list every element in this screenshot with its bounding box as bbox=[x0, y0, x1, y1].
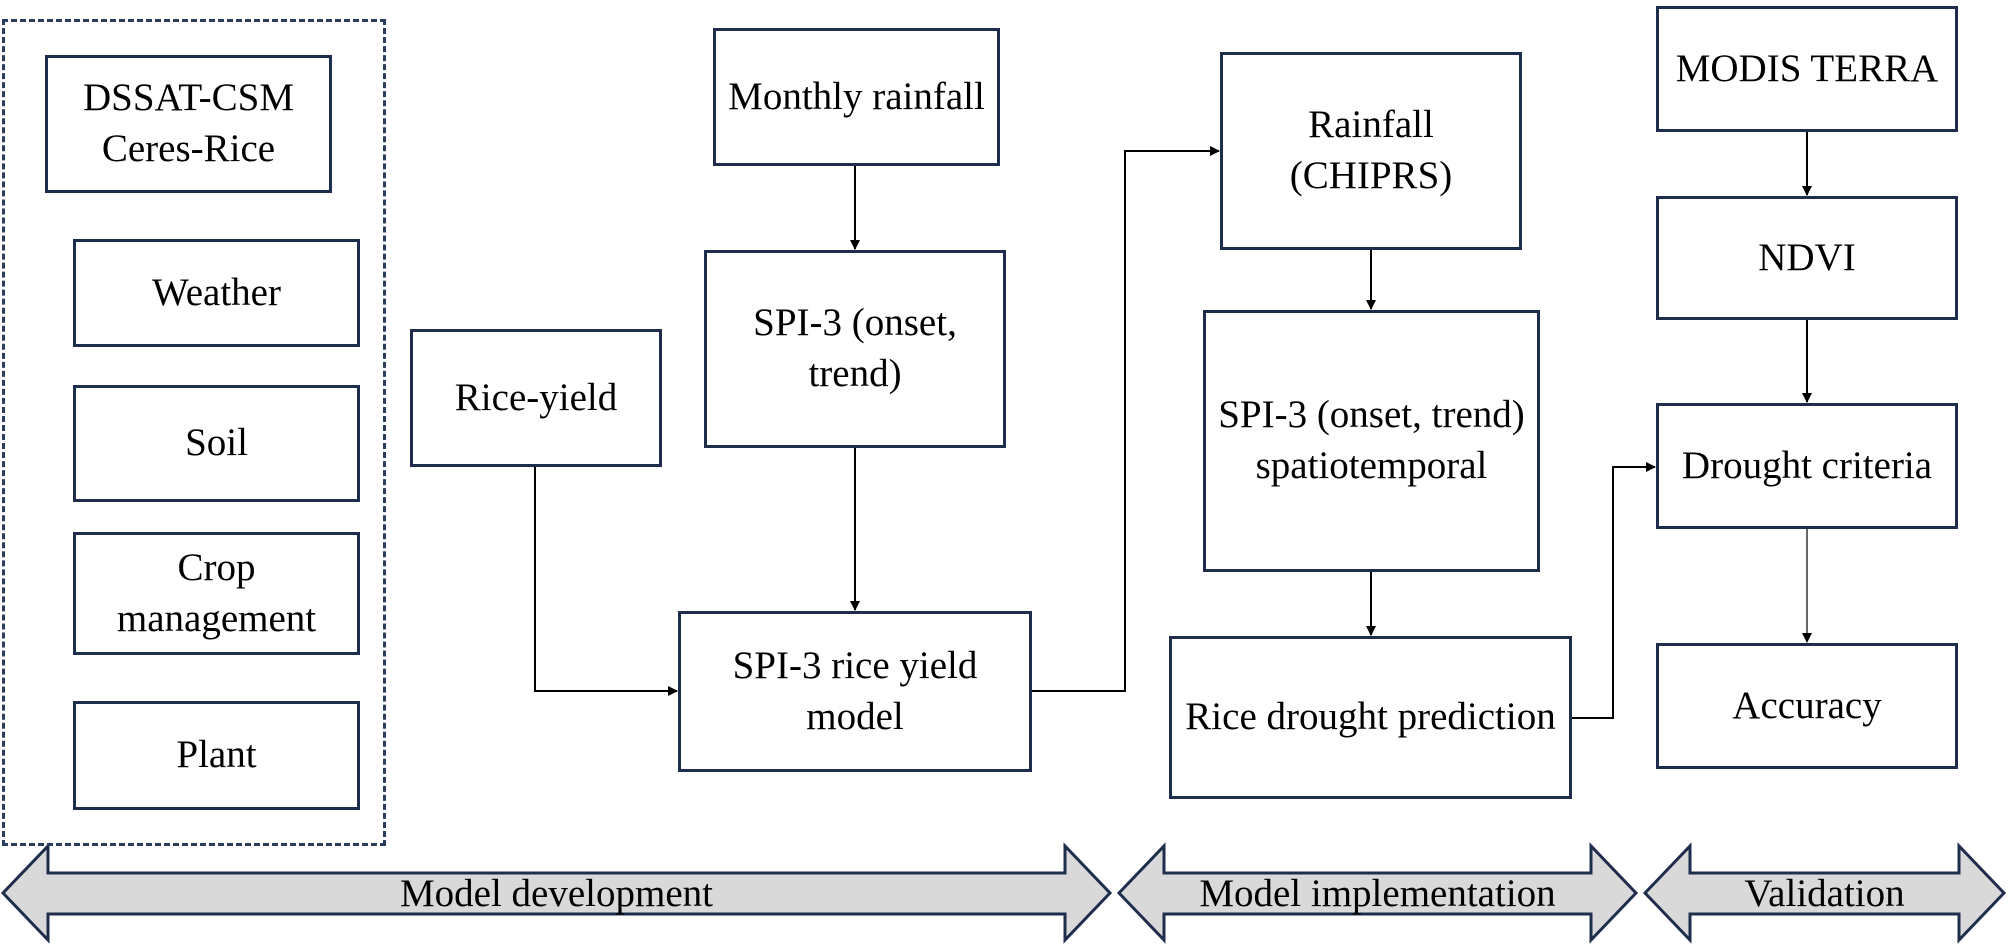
soil-box: Soil bbox=[73, 385, 360, 502]
rice-drought-prediction-box: Rice drought prediction bbox=[1169, 636, 1572, 799]
dssat-group-dashed-border bbox=[2, 19, 386, 846]
modis-terra-box: MODIS TERRA bbox=[1656, 6, 1958, 132]
phase-label-validation: Validation bbox=[1744, 872, 1905, 915]
spi3-rice-yield-model-box: SPI-3 rice yield model bbox=[678, 611, 1032, 772]
drought-criteria-box: Drought criteria bbox=[1656, 403, 1958, 529]
monthly-rainfall-box: Monthly rainfall bbox=[713, 28, 1000, 166]
plant-box: Plant bbox=[73, 701, 360, 810]
arrow-model-to-rainfall bbox=[1032, 146, 1220, 692]
phase-band-validation bbox=[1642, 842, 2007, 944]
phase-label-development: Model development bbox=[399, 872, 713, 915]
phase-band-development bbox=[0, 842, 1113, 944]
arrow-riceyield-to-model bbox=[534, 467, 678, 696]
spi3-box: SPI-3 (onset, trend) bbox=[704, 250, 1006, 448]
arrow-prediction-to-criteria bbox=[1572, 462, 1656, 719]
rainfall-chiprs-box: Rainfall (CHIPRS) bbox=[1220, 52, 1522, 250]
crop-management-box: Crop management bbox=[73, 532, 360, 655]
dssat-box: DSSAT-CSM Ceres-Rice bbox=[45, 55, 332, 193]
accuracy-box: Accuracy bbox=[1656, 643, 1958, 769]
phase-label-implementation: Model implementation bbox=[1199, 872, 1556, 915]
rice-yield-box: Rice-yield bbox=[410, 329, 662, 467]
weather-box: Weather bbox=[73, 239, 360, 347]
spi3-spatiotemporal-box: SPI-3 (onset, trend) spatiotemporal bbox=[1203, 310, 1540, 572]
phase-band-implementation bbox=[1116, 842, 1639, 944]
ndvi-box: NDVI bbox=[1656, 196, 1958, 320]
